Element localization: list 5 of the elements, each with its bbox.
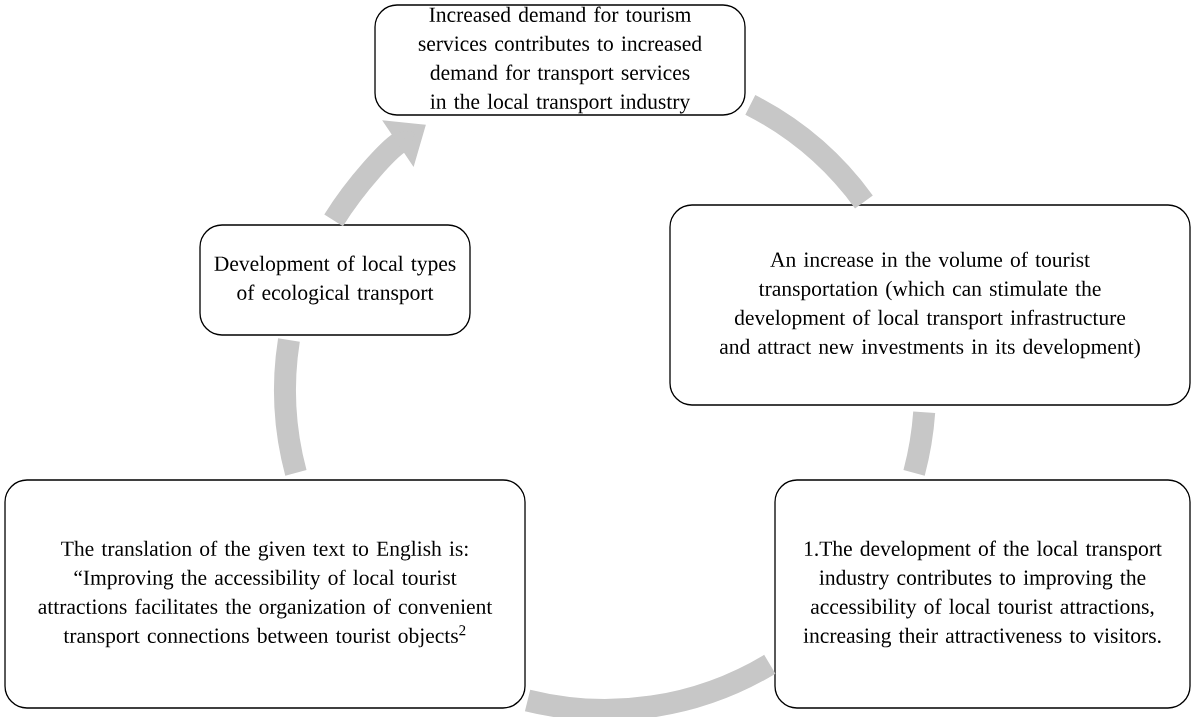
process-box: Increased demand for tourism services contributes to increased demand for transport services in the local transport industry [374, 4, 746, 116]
process-box: The translation of the given text to English is: “Improving the accessibility of local tourist attractions facilitates the organization of convenient transport connections between tourist objects$^{2}$ [4, 479, 526, 709]
process-box: 1.The development of the local transport industry contributes to improving the accessibility of local tourist attractions, increasing their attractiveness to visitors. [774, 479, 1191, 709]
process-box: An increase in the volume of tourist transportation (which can stimulate the development of local transport infrastructure and attract new investments in its development) [669, 204, 1191, 406]
process-box: Development of local types of ecological transport [199, 224, 471, 336]
